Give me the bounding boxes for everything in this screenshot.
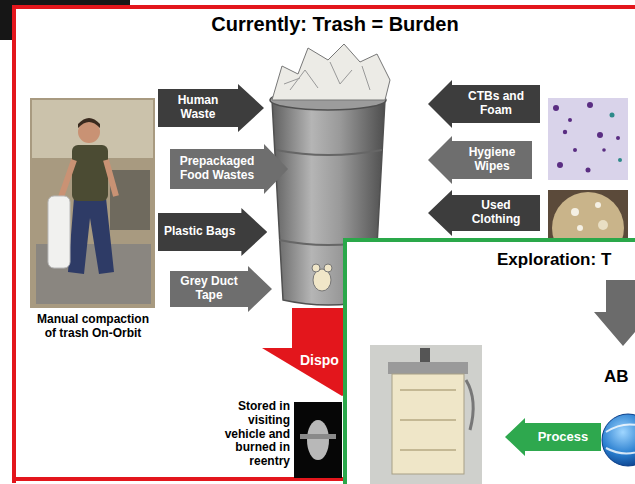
- globe-swirl: [606, 424, 635, 453]
- microbe-image: [548, 98, 628, 180]
- crumpled-paper: [272, 44, 390, 100]
- arrow-label: Dispo: [300, 352, 339, 368]
- waste-input-arrow: Prepackaged Food Wastes: [170, 144, 288, 194]
- trash-can-band: [276, 150, 382, 155]
- disposal-arrow: Dispo: [262, 308, 343, 396]
- waste-input-arrow: Used Clothing: [428, 190, 540, 236]
- current-panel: Currently: Trash = BurdenHuman WastePrep…: [12, 5, 635, 483]
- arrow-shape: [428, 136, 532, 184]
- photo-caption: Manual compaction of trash On-Orbit: [31, 313, 155, 341]
- cartoon-mouse-ear: [312, 264, 320, 272]
- exploration-panel: Exploration: T Process: [343, 238, 635, 484]
- arrow-label: Used Clothing: [469, 199, 523, 227]
- heading-fragment-anchor: AB: [604, 367, 634, 387]
- arrow-label: Grey Duct Tape: [176, 275, 242, 303]
- paper-creases: [284, 62, 370, 90]
- device-lid: [388, 362, 468, 374]
- arrow-label: Process: [538, 430, 589, 445]
- spacecraft-photo: [294, 402, 342, 478]
- arrow-shape: [262, 308, 343, 396]
- trash-bag: [48, 196, 70, 268]
- globe-logo: [602, 414, 635, 466]
- arrow-shape: [428, 80, 540, 128]
- microbe-dot: [587, 102, 593, 108]
- arrow-label: Hygiene Wipes: [465, 146, 519, 174]
- arrow-shape: [158, 208, 267, 256]
- arrow-shape: [428, 190, 540, 236]
- heading-fragment: AB: [604, 367, 634, 387]
- microbe-dot: [586, 168, 591, 173]
- device-port: [420, 348, 430, 362]
- microbe-dot: [568, 118, 572, 122]
- arrow-shape: [158, 84, 264, 132]
- panel-ground: [343, 238, 635, 484]
- arrow-shape: [505, 418, 601, 456]
- waste-input-arrow: Human Waste: [158, 84, 264, 132]
- astronaut-photo: [30, 98, 155, 308]
- cartoon-mouse-ear: [324, 264, 332, 272]
- arrow-label: Prepackaged Food Wastes: [176, 155, 258, 183]
- microbe-dot: [597, 132, 603, 138]
- arrow-label: Human Waste: [171, 94, 225, 122]
- astronaut-arms: [60, 160, 116, 200]
- waste-input-arrow: Grey Duct Tape: [170, 266, 272, 312]
- down-arrow: [594, 280, 635, 346]
- microbe-dot: [557, 162, 563, 168]
- petri-colony: [577, 225, 583, 231]
- device-pipe: [466, 380, 473, 430]
- microbe-dot: [563, 130, 567, 134]
- microbe-dot: [553, 105, 559, 111]
- process-arrow: Process: [505, 418, 601, 456]
- device-box: [392, 374, 464, 474]
- astronaut-shirt: [72, 145, 108, 201]
- waste-input-arrow: CTBs and Foam: [428, 80, 540, 128]
- petri-colony: [571, 208, 579, 216]
- microbe-dot: [618, 158, 622, 162]
- photo-caption-anchor: Stored in visiting vehicle and burned in…: [210, 400, 290, 469]
- panel-title: Exploration: T: [497, 250, 611, 270]
- panel-title: Currently: Trash = Burden: [211, 13, 458, 36]
- astronaut-hair: [78, 118, 100, 128]
- panel-border: [12, 477, 343, 481]
- arrow-shape: [170, 144, 288, 194]
- photo-caption: Stored in visiting vehicle and burned in…: [210, 400, 290, 469]
- microbe-dot: [610, 113, 615, 118]
- microbe-dot: [573, 148, 577, 152]
- microbe-dot: [616, 136, 620, 140]
- waste-input-arrow: Plastic Bags: [158, 208, 267, 256]
- microbe-dot: [602, 148, 606, 152]
- arrow-shape: [170, 266, 272, 312]
- arrow-label: Plastic Bags: [164, 225, 235, 239]
- waste-input-arrow: Hygiene Wipes: [428, 136, 532, 184]
- device-ribs: [400, 390, 456, 450]
- petri-colony: [598, 220, 608, 230]
- arrow-label: CTBs and Foam: [465, 90, 527, 118]
- photo-equipment: [110, 170, 150, 230]
- device-photo: [370, 345, 482, 484]
- photo-caption-anchor: Manual compaction of trash On-Orbit: [31, 313, 155, 341]
- spacecraft: [307, 420, 329, 460]
- spacecraft-panels: [300, 434, 336, 439]
- petri-colony: [595, 202, 601, 208]
- astronaut-legs: [68, 198, 114, 274]
